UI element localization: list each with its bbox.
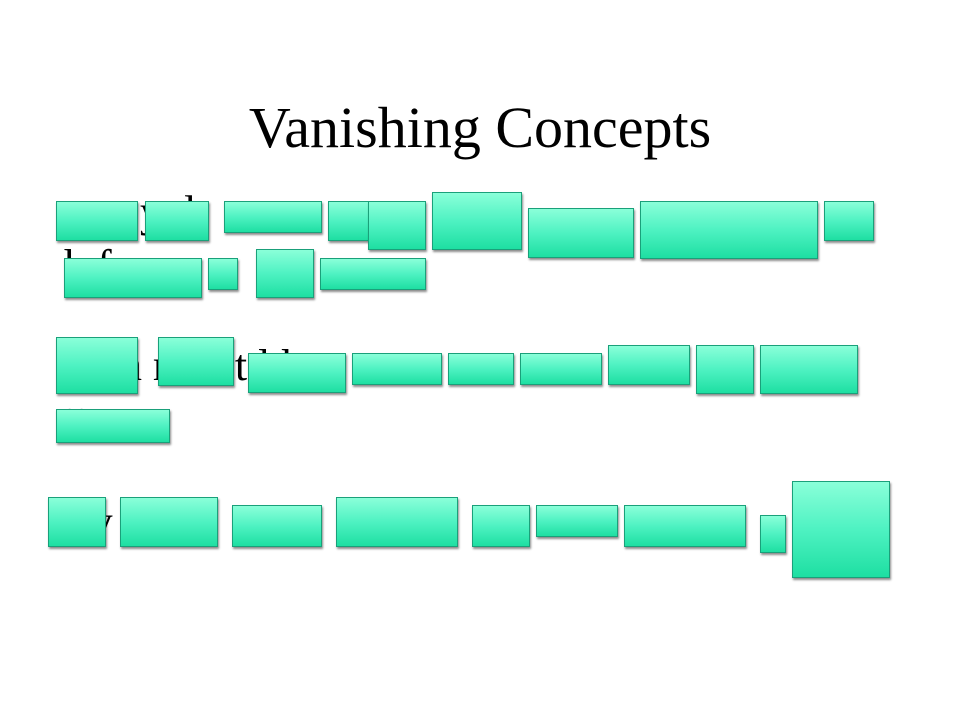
cover-card[interactable] bbox=[56, 337, 138, 394]
cover-card[interactable] bbox=[352, 353, 442, 385]
cover-card[interactable] bbox=[256, 249, 314, 298]
cover-card[interactable] bbox=[520, 353, 602, 385]
cover-card[interactable] bbox=[448, 353, 514, 385]
cover-card[interactable] bbox=[336, 497, 458, 547]
cover-card[interactable] bbox=[232, 505, 322, 547]
cover-card[interactable] bbox=[824, 201, 874, 241]
cover-card[interactable] bbox=[472, 505, 530, 547]
cover-card[interactable] bbox=[608, 345, 690, 385]
cover-card[interactable] bbox=[624, 505, 746, 547]
cover-card[interactable] bbox=[432, 192, 522, 250]
cover-card[interactable] bbox=[640, 201, 818, 259]
cover-card[interactable] bbox=[368, 201, 426, 250]
cover-card[interactable] bbox=[224, 201, 322, 233]
cover-card[interactable] bbox=[760, 515, 786, 553]
cover-card[interactable] bbox=[760, 345, 858, 394]
cover-card[interactable] bbox=[56, 409, 170, 443]
cover-card[interactable] bbox=[696, 345, 754, 394]
slide-title: Vanishing Concepts bbox=[248, 95, 712, 160]
cover-card[interactable] bbox=[56, 201, 138, 241]
cover-card[interactable] bbox=[792, 481, 890, 578]
cover-card[interactable] bbox=[248, 353, 346, 393]
cover-card[interactable] bbox=[328, 201, 370, 241]
cover-card[interactable] bbox=[120, 497, 218, 547]
cover-card[interactable] bbox=[528, 208, 634, 258]
cover-card[interactable] bbox=[536, 505, 618, 537]
cover-card[interactable] bbox=[320, 258, 426, 290]
cover-card[interactable] bbox=[208, 258, 238, 290]
cover-card[interactable] bbox=[64, 258, 202, 298]
cover-card[interactable] bbox=[158, 337, 234, 386]
cover-card[interactable] bbox=[145, 201, 209, 241]
cover-card[interactable] bbox=[48, 497, 106, 547]
